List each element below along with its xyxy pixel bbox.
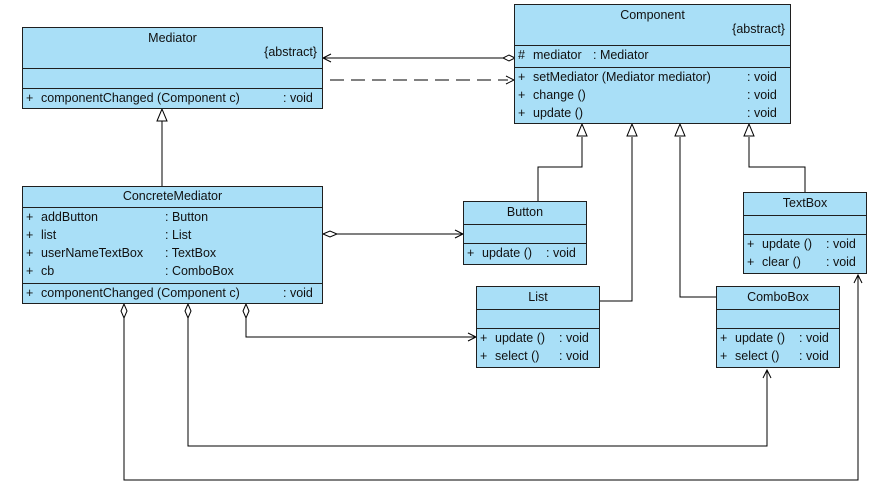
operation-row: + update () : void — [467, 246, 576, 260]
aggregation-button-diamond — [321, 230, 339, 238]
operation-row: + update () : void — [480, 331, 589, 345]
operation-row: + componentChanged (Component c) : void — [26, 286, 313, 300]
class-concrete-mediator[interactable]: ConcreteMediator + addButton : Button + … — [22, 186, 323, 304]
class-name: Button — [506, 205, 544, 219]
class-name: Component — [620, 8, 685, 22]
operations-section: + update () : void + select () : void — [477, 328, 599, 367]
attribute-row: + list : List — [26, 228, 192, 242]
operation-row: + update () : void — [518, 106, 777, 120]
operations-section: + update () : void + clear () : void — [744, 234, 866, 273]
generalization-list — [600, 137, 633, 302]
operations-section: + setMediator (Mediator mediator) : void… — [515, 67, 790, 123]
generalization-combobox — [679, 137, 716, 298]
association-arrowhead — [321, 53, 332, 63]
attributes-section — [717, 309, 839, 328]
attributes-section — [23, 68, 322, 88]
class-name: ComboBox — [747, 290, 809, 304]
attributes-section — [477, 309, 599, 328]
attributes-section: # mediator : Mediator — [515, 45, 790, 67]
class-name: TextBox — [782, 196, 828, 210]
class-list[interactable]: List + update () : void + select () : vo… — [476, 286, 600, 368]
aggregation-textbox-diamond — [120, 302, 128, 320]
operations-section: + update () : void + select () : void — [717, 328, 839, 367]
attribute-row: + addButton : Button — [26, 210, 209, 224]
attributes-section — [744, 215, 866, 234]
aggregation-combobox-diamond — [184, 302, 192, 320]
class-textbox[interactable]: TextBox + update () : void + clear () : … — [743, 192, 867, 274]
class-combobox[interactable]: ComboBox + update () : void + select () … — [716, 286, 840, 368]
generalization-textbox — [748, 137, 806, 192]
operation-row: + select () : void — [480, 349, 589, 363]
operation-row: + componentChanged (Component c) : void — [26, 91, 313, 105]
operation-row: + update () : void — [747, 237, 856, 251]
aggregation-diamond — [501, 54, 517, 62]
class-component[interactable]: Component {abstract} # mediator : Mediat… — [514, 4, 791, 124]
generalization-triangle — [156, 107, 168, 122]
class-name: ConcreteMediator — [122, 189, 223, 203]
class-name: List — [528, 290, 548, 304]
attribute-row: + userNameTextBox : TextBox — [26, 246, 217, 260]
attributes-section: + addButton : Button + list : List + use… — [23, 207, 322, 283]
operation-row: + select () : void — [720, 349, 829, 363]
class-mediator[interactable]: Mediator {abstract} + componentChanged (… — [22, 27, 323, 109]
operations-section: + componentChanged (Component c) : void — [23, 283, 322, 303]
operation-row: + change () : void — [518, 88, 777, 102]
attributes-section — [464, 224, 586, 243]
operations-section: + update () : void — [464, 243, 586, 264]
attribute-row: # mediator : Mediator — [518, 48, 649, 62]
attribute-row: + cb : ComboBox — [26, 264, 234, 278]
operations-section: + componentChanged (Component c) : void — [23, 88, 322, 110]
class-name: Mediator — [148, 31, 197, 45]
operation-row: + setMediator (Mediator mediator) : void — [518, 70, 777, 84]
stereotype-label: {abstract} — [264, 45, 317, 59]
class-button[interactable]: Button + update () : void — [463, 201, 587, 265]
generalization-button — [537, 137, 583, 201]
operation-row: + clear () : void — [747, 255, 856, 269]
stereotype-label: {abstract} — [732, 22, 785, 36]
operation-row: + update () : void — [720, 331, 829, 345]
aggregation-list-diamond — [242, 302, 250, 320]
